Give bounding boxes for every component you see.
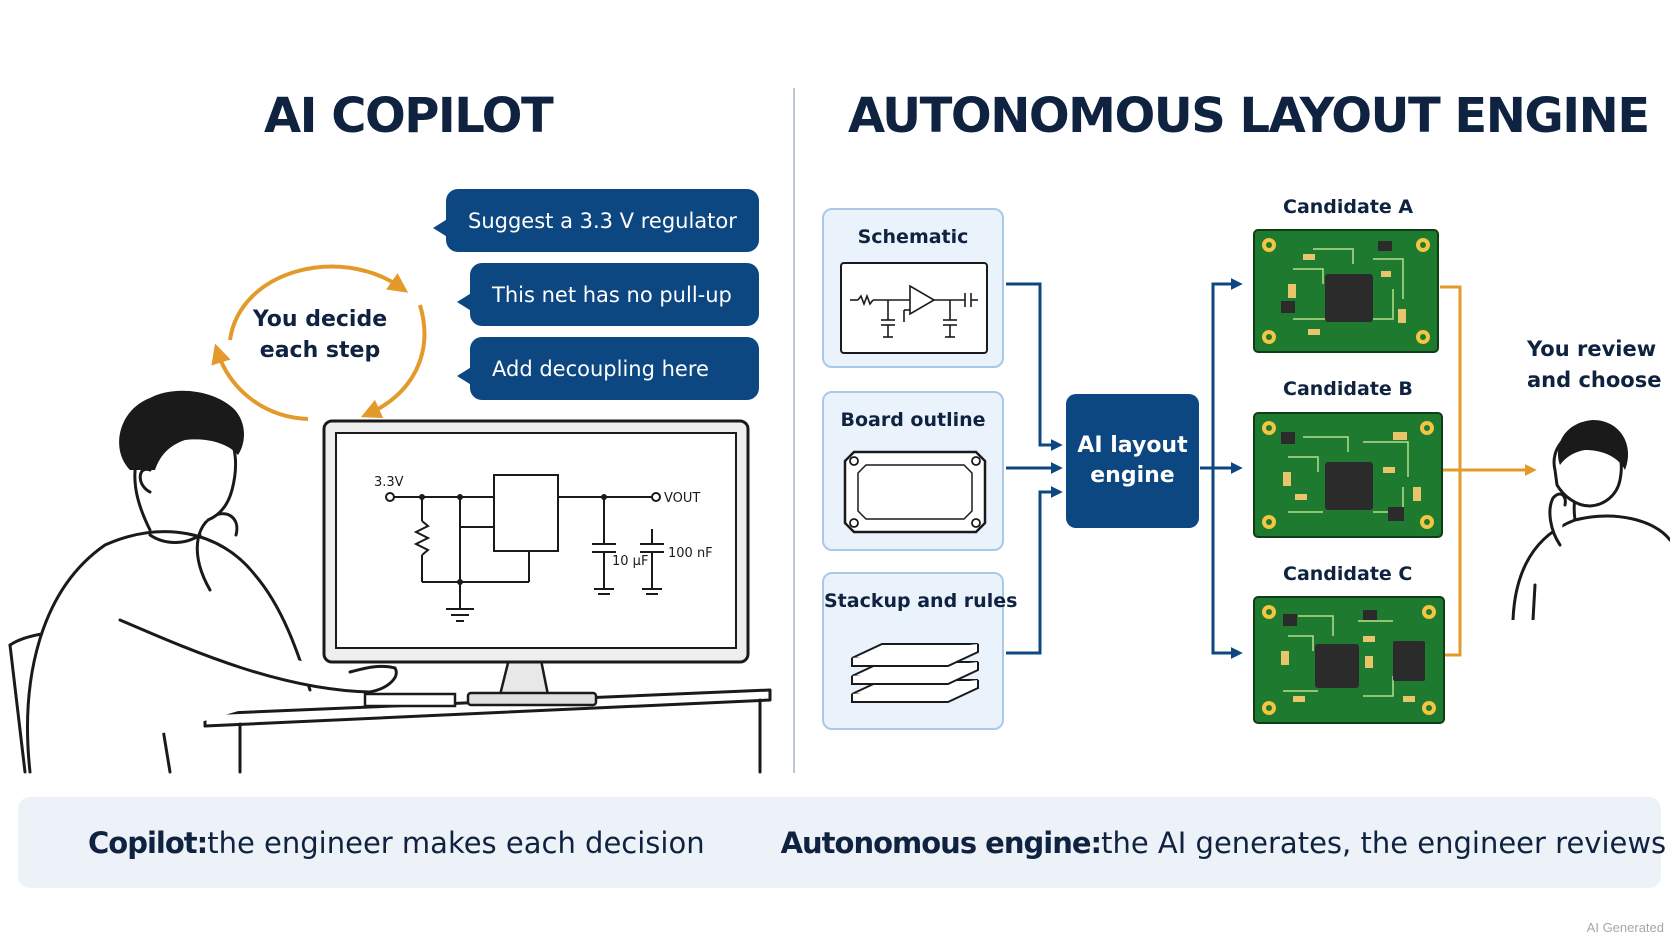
stackup-label: Stackup and rules xyxy=(824,590,1018,612)
copilot-summary-text: the engineer makes each decision xyxy=(207,825,705,860)
engineer-at-desk-illustration xyxy=(8,390,772,774)
section-divider xyxy=(793,88,795,773)
review-and-choose-label: You review and choose xyxy=(1527,337,1662,392)
copilot-summary-label: Copilot: xyxy=(88,825,208,860)
board-outline-thumbnail xyxy=(843,450,987,534)
board-outline-label: Board outline xyxy=(840,409,986,431)
cap1-label: 10 µF xyxy=(612,554,648,569)
engine-summary-label: Autonomous engine: xyxy=(780,825,1103,860)
stackup-input-box: Stackup and rules xyxy=(822,572,1018,730)
schematic-input-box: Schematic xyxy=(822,208,1004,368)
candidate-c-pcb xyxy=(1253,596,1445,724)
schematic-label: Schematic xyxy=(857,226,969,248)
candidate-b-label: Candidate B xyxy=(1283,378,1413,400)
decision-loop-arrows xyxy=(211,264,427,421)
cap2-label: 100 nF xyxy=(668,546,713,561)
board-outline-input-box: Board outline xyxy=(822,391,1004,551)
decide-each-step-label: You decide each step xyxy=(252,307,388,363)
candidate-a-pcb xyxy=(1253,229,1439,353)
summary-banner: Copilot: the engineer makes each decisio… xyxy=(18,797,1666,888)
layer-stack-icon xyxy=(851,643,979,703)
copilot-title: AI COPILOT xyxy=(264,88,554,144)
engine-summary-text: the AI generates, the engineer reviews xyxy=(1101,825,1667,860)
schematic-thumbnail xyxy=(840,262,988,354)
monitor-schematic: 3.3V VOUT 10 µF 100 nF xyxy=(322,419,750,664)
vin-label: 3.3V xyxy=(374,475,404,490)
candidate-a-label: Candidate A xyxy=(1283,196,1414,218)
candidate-b-pcb xyxy=(1253,412,1443,538)
vout-label: VOUT xyxy=(664,491,700,506)
reviewer-figure-illustration xyxy=(1511,420,1670,620)
suggestion-bubble-3: Add decoupling here xyxy=(457,337,759,400)
ai-generated-watermark: AI Generated xyxy=(1586,920,1664,935)
candidate-c-label: Candidate C xyxy=(1283,563,1413,585)
engine-title: AUTONOMOUS LAYOUT ENGINE xyxy=(848,88,1650,144)
suggestion-bubble-2: This net has no pull-up xyxy=(457,263,759,326)
suggestion-bubble-1: Suggest a 3.3 V regulator xyxy=(433,189,759,252)
